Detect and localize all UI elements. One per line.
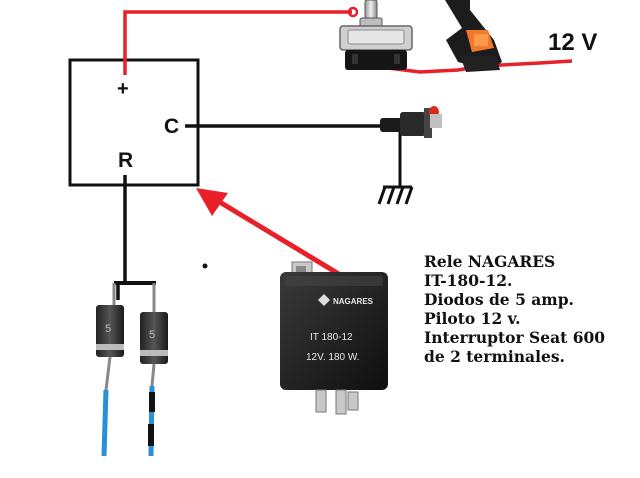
diode-2-icon: 5 xyxy=(140,312,168,364)
red-wire-positive xyxy=(123,10,352,75)
red-arrow-head xyxy=(196,188,228,216)
red-arrow-line xyxy=(216,198,354,285)
relay-photo-icon: NAGARES IT 180-12 12V. 180 W. xyxy=(280,261,388,415)
notes-block: Rele NAGARES IT-180-12. Diodos de 5 amp.… xyxy=(424,252,605,366)
note-line-5: Interruptor Seat 600 xyxy=(424,328,605,347)
svg-text:5: 5 xyxy=(149,329,155,341)
ground-symbol-icon xyxy=(377,185,414,205)
fuse-holder-icon xyxy=(445,0,502,72)
svg-text:5: 5 xyxy=(105,323,111,335)
relay-model: IT 180-12 xyxy=(310,332,353,343)
c-terminal-label: C xyxy=(164,115,179,138)
diode-2-lead xyxy=(150,363,156,387)
note-line-4: Piloto 12 v. xyxy=(424,309,520,328)
note-line-1: Rele NAGARES xyxy=(424,252,555,271)
note-line-2: IT-180-12. xyxy=(424,271,512,290)
diode-1-lead xyxy=(104,356,112,391)
r-terminal-label: R xyxy=(118,149,133,172)
switch-terminal-dot xyxy=(347,6,359,18)
diode-1-icon: 5 xyxy=(96,305,124,357)
toggle-switch-icon xyxy=(339,0,413,70)
relay-rating: 12V. 180 W. xyxy=(306,352,360,363)
relay-brand: NAGARES xyxy=(333,297,374,306)
note-line-6: de 2 terminales. xyxy=(424,347,565,366)
stray-dot xyxy=(202,263,208,269)
note-line-3: Diodos de 5 amp. xyxy=(424,290,574,309)
voltage-label: 12 V xyxy=(548,29,597,56)
pilot-lamp-icon xyxy=(380,106,442,138)
relay-box xyxy=(68,58,200,187)
plus-terminal-label: + xyxy=(117,78,129,100)
blue-wire-1 xyxy=(101,389,109,457)
